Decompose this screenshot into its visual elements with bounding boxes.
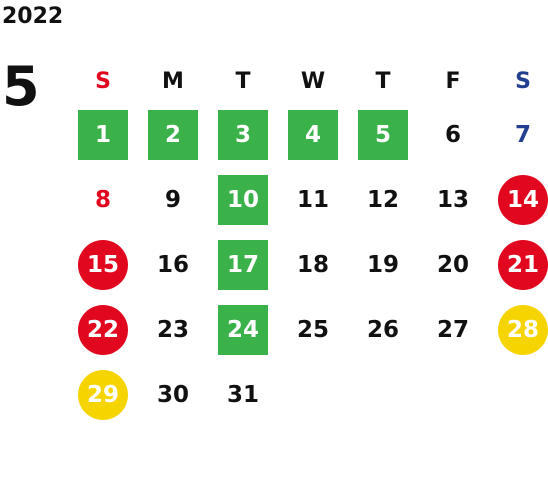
day-26[interactable]: 26 xyxy=(366,316,399,343)
empty-cell xyxy=(278,362,348,427)
day-cell: 11 xyxy=(278,167,348,232)
day-25[interactable]: 25 xyxy=(296,316,329,343)
week-row-2: 8 9 10 11 12 13 14 xyxy=(68,167,548,232)
day-28[interactable]: 28 xyxy=(498,304,548,355)
weekday-sunday: S xyxy=(95,68,111,94)
weekday-wednesday: W xyxy=(300,68,326,94)
week-row-5: 29 30 31 xyxy=(68,362,548,427)
day-cell: 26 xyxy=(348,297,418,362)
day-cell: 30 xyxy=(138,362,208,427)
day-19[interactable]: 19 xyxy=(366,251,399,278)
day-cell: 29 xyxy=(68,362,138,427)
day-23[interactable]: 23 xyxy=(156,316,189,343)
day-16[interactable]: 16 xyxy=(156,251,189,278)
day-cell: 4 xyxy=(278,102,348,167)
day-29[interactable]: 29 xyxy=(78,369,128,420)
weekday-friday: F xyxy=(445,68,461,94)
day-cell: 14 xyxy=(488,167,548,232)
day-20[interactable]: 20 xyxy=(436,251,469,278)
day-11[interactable]: 11 xyxy=(296,186,329,213)
day-cell: 6 xyxy=(418,102,488,167)
day-cell: 2 xyxy=(138,102,208,167)
day-1[interactable]: 1 xyxy=(78,109,128,160)
day-cell: 22 xyxy=(68,297,138,362)
day-cell: 17 xyxy=(208,232,278,297)
week-row-4: 22 23 24 25 26 27 28 xyxy=(68,297,548,362)
day-cell: 31 xyxy=(208,362,278,427)
year-label: 2022 xyxy=(2,4,64,29)
day-cell: 7 xyxy=(488,102,548,167)
day-6[interactable]: 6 xyxy=(444,121,461,148)
day-cell: 12 xyxy=(348,167,418,232)
day-cell: 1 xyxy=(68,102,138,167)
day-15[interactable]: 15 xyxy=(78,239,128,290)
day-24[interactable]: 24 xyxy=(218,304,268,355)
day-cell: 5 xyxy=(348,102,418,167)
day-cell: 28 xyxy=(488,297,548,362)
day-31[interactable]: 31 xyxy=(226,381,259,408)
day-8[interactable]: 8 xyxy=(94,186,111,213)
day-14[interactable]: 14 xyxy=(498,174,548,225)
day-17[interactable]: 17 xyxy=(218,239,268,290)
day-13[interactable]: 13 xyxy=(436,186,469,213)
weekday-tuesday: T xyxy=(235,68,251,94)
day-21[interactable]: 21 xyxy=(498,239,548,290)
day-cell: 19 xyxy=(348,232,418,297)
day-30[interactable]: 30 xyxy=(156,381,189,408)
day-cell: 24 xyxy=(208,297,278,362)
weekday-header: S M T W T F S xyxy=(68,60,548,102)
calendar-grid: S M T W T F S 1 2 3 4 5 6 7 8 9 10 11 12… xyxy=(68,60,548,427)
month-label: 5 xyxy=(2,55,40,118)
day-cell: 25 xyxy=(278,297,348,362)
day-12[interactable]: 12 xyxy=(366,186,399,213)
empty-cell xyxy=(488,362,548,427)
day-cell: 20 xyxy=(418,232,488,297)
day-2[interactable]: 2 xyxy=(148,109,198,160)
day-cell: 16 xyxy=(138,232,208,297)
day-18[interactable]: 18 xyxy=(296,251,329,278)
day-cell: 9 xyxy=(138,167,208,232)
empty-cell xyxy=(418,362,488,427)
day-27[interactable]: 27 xyxy=(436,316,469,343)
day-10[interactable]: 10 xyxy=(218,174,268,225)
day-cell: 15 xyxy=(68,232,138,297)
day-3[interactable]: 3 xyxy=(218,109,268,160)
weekday-monday: M xyxy=(162,68,184,94)
day-5[interactable]: 5 xyxy=(358,109,408,160)
day-cell: 3 xyxy=(208,102,278,167)
week-row-3: 15 16 17 18 19 20 21 xyxy=(68,232,548,297)
weekday-thursday: T xyxy=(375,68,391,94)
day-22[interactable]: 22 xyxy=(78,304,128,355)
empty-cell xyxy=(348,362,418,427)
week-row-1: 1 2 3 4 5 6 7 xyxy=(68,102,548,167)
day-9[interactable]: 9 xyxy=(164,186,181,213)
day-cell: 27 xyxy=(418,297,488,362)
day-4[interactable]: 4 xyxy=(288,109,338,160)
day-cell: 10 xyxy=(208,167,278,232)
day-cell: 23 xyxy=(138,297,208,362)
day-cell: 8 xyxy=(68,167,138,232)
day-cell: 21 xyxy=(488,232,548,297)
day-cell: 18 xyxy=(278,232,348,297)
weekday-saturday: S xyxy=(515,68,531,94)
day-7[interactable]: 7 xyxy=(514,121,531,148)
day-cell: 13 xyxy=(418,167,488,232)
